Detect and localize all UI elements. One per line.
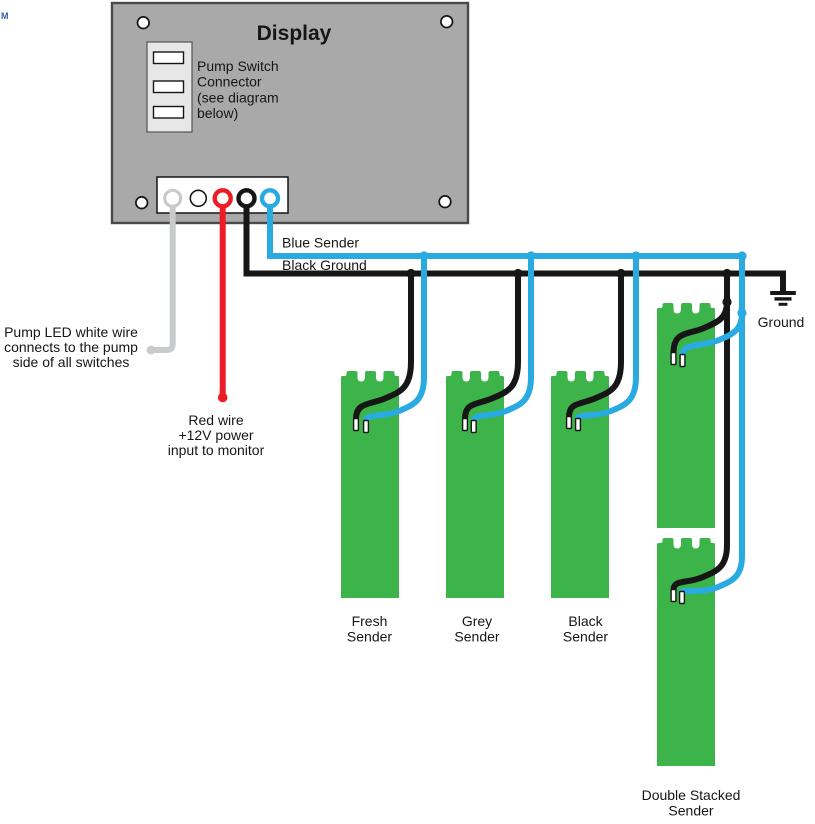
blue-drop-fresh — [363, 256, 427, 422]
double-stacked-upper-cap — [657, 303, 715, 315]
red-wire-end-cap — [217, 392, 228, 403]
screw-hole-top-right — [440, 15, 454, 29]
pump-led-note: Pump LED white wire connects to the pump… — [4, 324, 138, 370]
note-line: Pump LED white wire — [4, 324, 138, 340]
ground-bar-3 — [778, 302, 788, 306]
black-drop-grey — [462, 273, 521, 420]
pump-led-wire-path — [151, 198, 176, 353]
grey-sender-cap — [446, 371, 504, 383]
black-wire-pin — [236, 188, 257, 209]
note-line: connects to the pump — [4, 339, 138, 355]
screw-hole-top-left — [136, 16, 150, 30]
blue-sender-label: Blue Sender — [282, 235, 359, 251]
fresh-sender-cap — [341, 371, 399, 383]
double-stacked-sender-label: Double Stacked Sender — [642, 787, 741, 819]
fresh-sender-label: Fresh Sender — [347, 613, 392, 645]
double-stacked-sender-lower-bar — [657, 538, 715, 766]
red-wire-note: Red wire +12V power input to monitor — [168, 412, 265, 458]
junction-dot — [526, 251, 536, 261]
black-sender-bar — [551, 371, 609, 598]
note-line: Red wire — [188, 412, 243, 428]
display-title: Display — [257, 22, 332, 45]
note-line: +12V power — [178, 427, 253, 443]
black-drop-fresh — [353, 273, 414, 420]
black-branch-double-stacked-upper — [670, 301, 730, 354]
junction-dot — [737, 308, 747, 318]
empty-pin — [189, 189, 208, 208]
junction-dot — [722, 268, 732, 279]
junction-dot — [419, 251, 429, 261]
blue-drop-grey — [471, 256, 534, 422]
sender-label-line: Sender — [563, 629, 608, 645]
note-line: input to monitor — [168, 442, 265, 458]
terminal-pin — [565, 415, 573, 430]
black-drop-black-sender — [566, 273, 624, 418]
note-line: side of all switches — [13, 354, 130, 370]
terminal-pin — [352, 417, 360, 432]
junction-dot — [406, 268, 416, 279]
terminal-pin — [670, 588, 677, 603]
pump-switch-slot-2 — [152, 80, 185, 94]
sender-label-line: Fresh — [352, 613, 388, 629]
white-wire-pin — [163, 188, 183, 208]
sender-label-line: Sender — [668, 803, 713, 819]
ground-symbol — [770, 291, 796, 306]
sender-label-line: Sender — [454, 629, 499, 645]
screw-hole-bottom-left — [135, 196, 149, 210]
terminal-pin — [461, 417, 469, 432]
junction-dot — [631, 251, 641, 261]
black-junction-dots — [406, 268, 732, 307]
terminal-pin — [679, 353, 686, 368]
sender-terminal-pins — [352, 351, 686, 605]
note-line: Pump Switch — [197, 58, 279, 74]
blue-sender-bus — [267, 198, 745, 595]
blue-wire-pin — [259, 188, 281, 209]
pump-switch-connector — [146, 41, 193, 133]
black-sender-label: Black Sender — [563, 613, 608, 645]
pump-switch-slot-3 — [152, 105, 185, 119]
sender-label-line: Black — [568, 613, 603, 629]
note-line: Connector — [197, 74, 262, 90]
display-connector-pins — [163, 188, 281, 209]
black-drop-double-stacked-lower — [670, 273, 730, 591]
blue-sender-wires — [267, 198, 745, 595]
pump-switch-slot-1 — [152, 51, 185, 65]
terminal-pin — [362, 419, 370, 434]
blue-drop-black-sender — [575, 256, 639, 421]
junction-dot — [737, 251, 747, 261]
sender-label-line: Sender — [347, 629, 392, 645]
black-ground-label: Black Ground — [282, 257, 367, 273]
terminal-pin — [574, 417, 582, 432]
terminal-pin — [678, 590, 686, 605]
sender-label-line: Grey — [462, 613, 492, 629]
blue-branch-double-stacked-upper — [679, 312, 745, 356]
junction-dot — [722, 297, 732, 307]
blue-junction-dots — [419, 251, 747, 318]
note-line: below) — [197, 105, 238, 121]
trademark-mark: M — [1, 11, 9, 21]
junction-dot — [513, 268, 523, 279]
sender-label-line: Double Stacked — [642, 787, 741, 803]
note-line: (see diagram — [197, 89, 279, 105]
red-wire-pin — [212, 188, 233, 209]
double-stacked-lower-body — [657, 548, 715, 766]
black-sender-cap — [551, 371, 609, 383]
ground-bar-2 — [774, 297, 792, 301]
ground-bar-1 — [770, 291, 796, 295]
ground-label: Ground — [758, 314, 805, 330]
pump-led-white-wire — [151, 198, 176, 353]
junction-dot — [616, 268, 626, 279]
pump-switch-connector-note: Pump Switch Connector (see diagram below… — [197, 58, 279, 121]
terminal-pin — [470, 419, 477, 434]
grey-sender-label: Grey Sender — [454, 613, 499, 645]
terminal-pin — [670, 351, 677, 366]
screw-hole-bottom-right — [438, 195, 452, 209]
double-stacked-lower-cap — [657, 538, 715, 550]
pump-led-wire-end-cap — [146, 345, 156, 355]
